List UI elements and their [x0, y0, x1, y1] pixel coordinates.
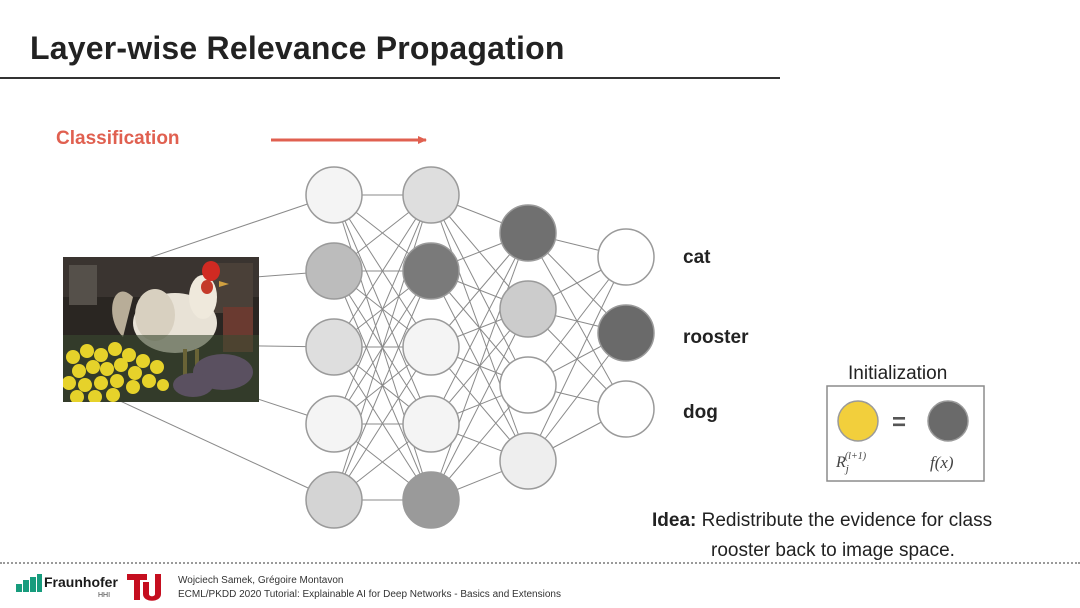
- neuron-l2-n2: [499, 356, 557, 414]
- initialization-title: Initialization: [848, 363, 947, 384]
- fraunhofer-mark-icon: [16, 574, 42, 592]
- idea-line-2: rooster back to image space.: [711, 540, 955, 561]
- output-label-cat: cat: [683, 247, 711, 268]
- footer-authors: Wojciech Samek, Grégoire Montavon: [178, 575, 344, 586]
- output-node-gray: [927, 400, 969, 442]
- edge-l1-4-1: [430, 308, 529, 501]
- output-formula: f(x): [930, 453, 954, 472]
- neuron-l0-n0: [305, 166, 363, 224]
- neuron-l2-n0: [499, 204, 557, 262]
- footer-credits: Wojciech Samek, Grégoire Montavon ECML/P…: [178, 574, 561, 602]
- fraunhofer-logo: Fraunhofer HHI: [12, 570, 122, 604]
- output-label-rooster: rooster: [683, 327, 749, 348]
- neuron-l1-n0: [402, 166, 460, 224]
- rooster-photo: [63, 257, 259, 402]
- slide-title: Layer-wise Relevance Propagation: [30, 30, 565, 66]
- relevance-node-yellow: [837, 400, 879, 442]
- edge-l1-4-0: [430, 232, 529, 501]
- neuron-l0-n4: [305, 471, 363, 529]
- footer-rule: [0, 562, 1080, 564]
- idea-text: Idea: Redistribute the evidence for clas…: [652, 506, 1052, 566]
- neuron-l0-n3: [305, 395, 363, 453]
- edge-l0-4-2: [333, 346, 432, 501]
- neuron-l0-n1: [305, 242, 363, 300]
- fraunhofer-name: Fraunhofer: [44, 574, 118, 590]
- neuron-l1-n3: [402, 395, 460, 453]
- footer-event: ECML/PKDD 2020 Tutorial: Explainable AI …: [178, 589, 561, 600]
- network-nodes: [305, 166, 655, 529]
- idea-keyword: Idea:: [652, 510, 697, 531]
- edge-l0-3-0: [333, 194, 432, 425]
- fraunhofer-sub: HHI: [98, 592, 111, 599]
- photo-link-0: [121, 194, 335, 268]
- edge-l0-4-1: [333, 270, 432, 501]
- classification-label: Classification: [56, 128, 180, 149]
- neuron-l1-n1: [402, 242, 460, 300]
- output-label-dog: dog: [683, 402, 718, 423]
- edge-l2-3-0: [527, 256, 627, 462]
- edge-l0-2-0: [333, 194, 432, 348]
- neuron-l3-n2: [597, 380, 655, 438]
- photo-link-4: [117, 399, 335, 501]
- equals-sign: =: [892, 409, 906, 436]
- edge-l0-4-0: [333, 194, 432, 501]
- neuron-l1-n2: [402, 318, 460, 376]
- neuron-l0-n2: [305, 318, 363, 376]
- tu-berlin-logo: [127, 574, 161, 601]
- neuron-l2-n3: [499, 432, 557, 490]
- title-rule: [0, 77, 780, 79]
- initialization-panel: Initialization = Rj(l+1) f(x): [826, 363, 985, 482]
- neuron-l1-n4: [402, 471, 460, 529]
- network-edges: [333, 194, 627, 501]
- edge-l1-3-0: [430, 232, 529, 425]
- neuron-l2-n1: [499, 280, 557, 338]
- idea-line-1: Redistribute the evidence for class: [701, 510, 993, 531]
- neuron-l3-n0: [597, 228, 655, 286]
- neuron-l3-n1: [597, 304, 655, 362]
